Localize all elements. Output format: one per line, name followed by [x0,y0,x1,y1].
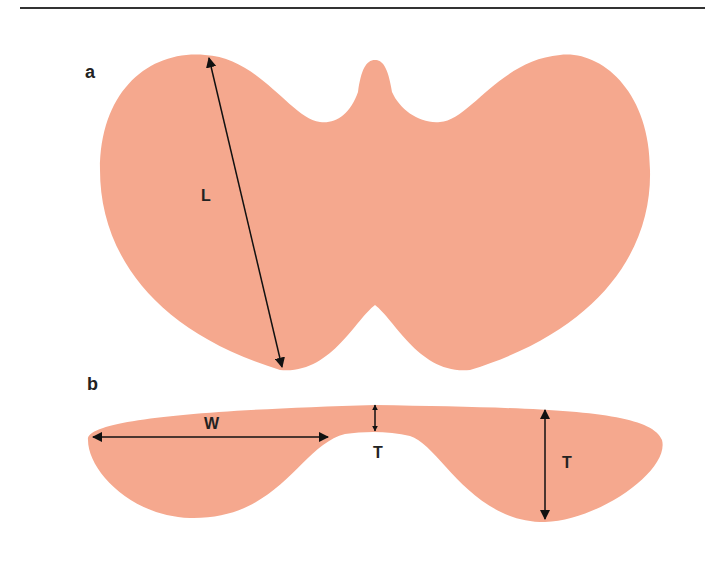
length-arrow [209,58,282,367]
width-arrow [93,436,328,438]
dimension-label: L [201,188,211,204]
isthmus-thickness-arrow [374,405,376,431]
panel-letter: a [85,63,95,81]
dimension-label: W [204,416,219,432]
thyroid-front-view [100,55,650,371]
thyroid-cross-section [88,405,663,522]
panel-letter: b [87,375,98,393]
top-rule [20,7,705,9]
dimension-label: T [562,455,572,471]
dimension-label: T [373,445,383,461]
lobe-thickness-arrow [544,410,546,519]
